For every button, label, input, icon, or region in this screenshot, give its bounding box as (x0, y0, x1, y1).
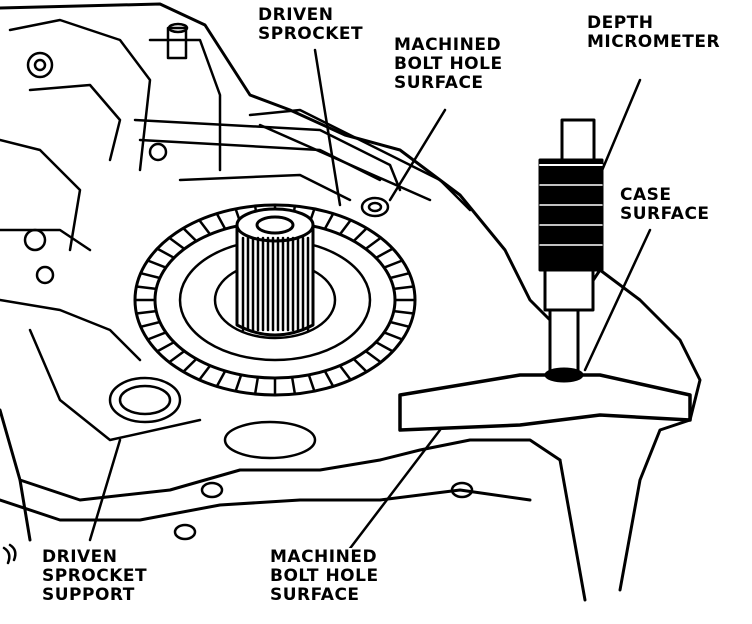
gear-tooth (323, 369, 335, 388)
gear-tooth (182, 226, 198, 243)
gear-tooth (215, 212, 227, 231)
leader-bolt-hole-top (388, 108, 447, 202)
leader-driven-sprocket (313, 48, 342, 207)
leader-case-surface (583, 228, 652, 372)
label-depth-micrometer: DEPTH MICROMETER (585, 13, 723, 52)
lower-left-detail (2, 543, 17, 565)
label-case-surface: CASE SURFACE (618, 185, 712, 224)
label-driven-sprocket: DRIVEN SPROCKET (256, 5, 366, 44)
gear-tooth (382, 331, 404, 341)
leader-support (88, 438, 122, 542)
gear-tooth (388, 320, 411, 329)
leader-bolt-hole-bottom (343, 428, 442, 557)
gear-teeth (133, 203, 417, 397)
gear-tooth (374, 247, 395, 260)
leader-lines (88, 48, 652, 557)
gear-tooth (139, 271, 162, 280)
gear-tooth (135, 309, 158, 315)
gear-tooth (382, 259, 404, 269)
gear-tooth (253, 375, 260, 396)
gear-tooth (364, 236, 383, 251)
gear-tooth (146, 259, 168, 269)
gear-tooth (388, 271, 411, 280)
gear-tooth (352, 226, 368, 243)
gear-tooth (215, 369, 227, 388)
upper-housing (0, 18, 472, 442)
gear-tooth (198, 218, 212, 236)
gear-tooth (352, 357, 368, 374)
gear-tooth (307, 373, 316, 393)
gear-tooth (338, 364, 352, 382)
gear-tooth (135, 285, 158, 291)
gear-tooth (392, 285, 415, 291)
depth-micrometer-tool (398, 118, 692, 432)
driven-sprocket-gear (133, 203, 417, 397)
splined-shaft (235, 207, 315, 337)
gear-tooth (182, 357, 198, 374)
gear-tooth (338, 218, 352, 236)
label-driven-sprocket-support: DRIVEN SPROCKET SUPPORT (40, 547, 150, 605)
gear-tooth (323, 212, 335, 231)
shaft-splines (241, 236, 310, 332)
gear-tooth (155, 247, 176, 260)
gear-tooth (364, 349, 383, 364)
gear-tooth (167, 236, 186, 251)
gear-tooth (155, 340, 176, 353)
gear-tooth (234, 373, 243, 393)
label-machined-bolt-hole-surface-top: MACHINED BOLT HOLE SURFACE (392, 35, 505, 93)
gear-tooth (167, 349, 186, 364)
gear-tooth (139, 320, 162, 329)
gear-tooth (146, 331, 168, 341)
gear-tooth (392, 309, 415, 315)
leader-depth-micrometer (596, 78, 642, 182)
case-outline (0, 2, 702, 602)
gear-tooth (290, 375, 297, 396)
gear-tooth (374, 340, 395, 353)
label-machined-bolt-hole-surface-bottom: MACHINED BOLT HOLE SURFACE (268, 547, 381, 605)
bolt-holes (108, 196, 474, 541)
gear-tooth (198, 364, 212, 382)
